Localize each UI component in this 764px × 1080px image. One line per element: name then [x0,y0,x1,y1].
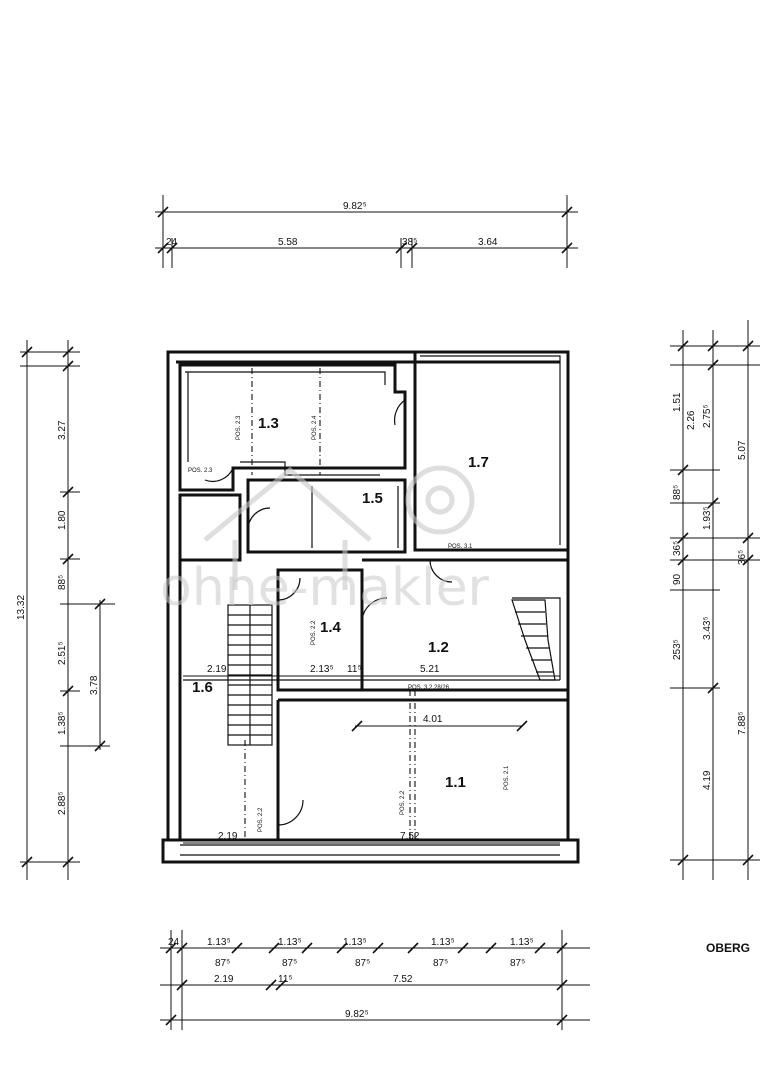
dim-right-2: 2.26 [686,410,697,430]
room-label-1-2: 1.2 [428,639,449,656]
pos-2-4: POS. 2.4 [312,415,318,440]
dim-inner-5-21: 5.21 [420,664,440,675]
dim-bottom-w4: 1.13⁵ [431,937,455,948]
pos-2-2-b: POS. 2.2 [258,807,264,832]
dim-bottom-p2: 87⁵ [282,958,297,969]
inner-dimensions: 2.19 2.13⁵ 11⁵ 5.21 4.01 2.19 7.52 [183,664,560,844]
room-label-1-5: 1.5 [362,490,383,507]
dim-right-9: 90 [672,573,683,585]
dim-right-3: 2.75⁵ [702,404,713,428]
pos-3-2: POS. 3.2 28/26 [408,685,450,691]
dim-right-4: 5.07 [737,440,748,460]
dim-bottom-overall: 9.82⁵ [345,1009,369,1020]
dim-inner-2-19-a: 2.19 [207,664,227,675]
dim-bottom-p4: 87⁵ [433,958,448,969]
right-dimension-chain: 1.51 2.26 2.75⁵ 5.07 88⁵ 1.93⁵ 36⁵ 36⁵ 9… [670,320,760,880]
dim-top-overall: 9.82⁵ [343,201,367,212]
dim-right-12: 4.19 [702,770,713,790]
dim-top-3: 38⁵ [402,237,417,248]
dim-inner-4-01: 4.01 [423,714,443,725]
room-label-1-3: 1.3 [258,415,279,432]
dim-bottom-11: 11⁵ [278,974,293,985]
floor-label: OBERG [706,941,750,955]
dim-right-1: 1.51 [672,392,683,412]
pos-2-2-c: POS. 2.2 [400,790,406,815]
pos-2-1: POS. 2.1 [504,765,510,790]
dim-top-1: 24 [166,237,178,248]
dim-bottom-2-19: 2.19 [214,974,234,985]
dim-bottom-p3: 87⁵ [355,958,370,969]
dim-bottom-w1: 1.13⁵ [207,937,231,948]
bottom-dimension-chain: 24 1.13⁵ 1.13⁵ 1.13⁵ 1.13⁵ 1.13⁵ 87⁵ 87⁵… [160,930,590,1030]
room-label-1-4: 1.4 [320,619,342,636]
dim-bottom-w5: 1.13⁵ [510,937,534,948]
dim-right-13: 7.88⁵ [737,711,748,735]
dim-inner-2-19-b: 2.19 [218,831,238,842]
dim-right-8: 36⁵ [737,550,748,565]
dim-right-7: 36⁵ [672,541,683,556]
dim-left-1: 3.27 [57,420,68,440]
watermark-text: ohne-makler [160,558,490,618]
dim-right-10: 253⁵ [672,639,683,660]
position-markers: POS. 2.3 POS. 2.4 POS. 2.3 POS. 3.1 POS.… [188,415,510,832]
dim-inner-7-52: 7.52 [400,831,420,842]
staircase [227,604,273,746]
dim-left-4: 2.51⁵ [57,641,68,665]
dim-left-5: 1.38⁵ [57,711,68,735]
pos-2-3-b: POS. 2.3 [188,468,213,474]
dim-bottom-24: 24 [168,937,180,948]
dim-right-5: 88⁵ [672,485,683,500]
dim-left-overall: 13.32 [16,595,27,620]
dim-left-6: 2.88⁵ [57,791,68,815]
pos-2-2-a: POS. 2.2 [311,620,317,645]
pos-2-3-a: POS. 2.3 [236,415,242,440]
dim-inner-11: 11⁵ [347,664,362,675]
dim-bottom-w3: 1.13⁵ [343,937,367,948]
watermark: ohne-makler [160,465,490,618]
top-dimension-chain: 9.82⁵ 24 5.58 38⁵ 3.64 [155,195,578,268]
dim-left-3: 88⁵ [57,575,68,590]
pos-3-1: POS. 3.1 [448,544,473,550]
room-label-1-1: 1.1 [445,774,466,791]
dim-left-2: 1.80 [57,510,68,530]
dim-right-11: 3.43⁵ [702,616,713,640]
dim-bottom-p5: 87⁵ [510,958,525,969]
left-dimension-chain: 13.32 3.27 1.80 88⁵ 2.51⁵ 1.38⁵ 2.88⁵ 3.… [16,340,115,880]
dim-right-6: 1.93⁵ [702,506,713,530]
dim-top-4: 3.64 [478,237,498,248]
dim-top-2: 5.58 [278,237,298,248]
dim-bottom-p1: 87⁵ [215,958,230,969]
room-labels: 1.3 1.7 1.5 1.4 1.2 1.6 1.1 [192,415,489,791]
dim-inner-2-13: 2.13⁵ [310,664,334,675]
room-label-1-7: 1.7 [468,454,489,471]
dim-bottom-w2: 1.13⁵ [278,937,302,948]
room-label-1-6: 1.6 [192,679,213,696]
staircase-right [511,599,556,681]
dim-left-7: 3.78 [89,675,100,695]
dim-bottom-7-52: 7.52 [393,974,413,985]
building-walls [161,350,580,864]
